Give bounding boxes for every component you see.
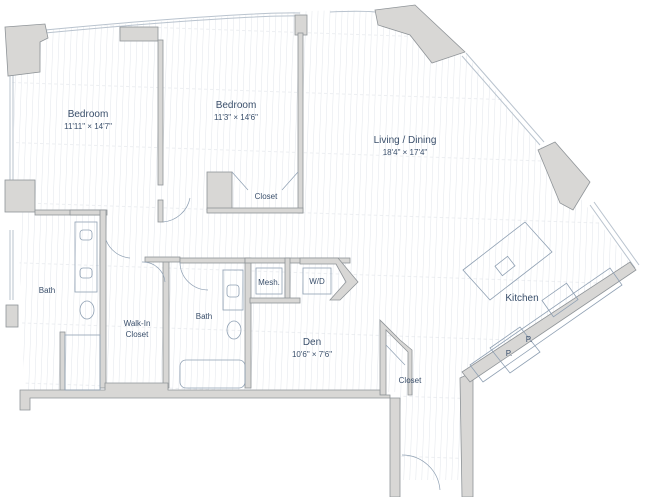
wall-bath2-top (179, 257, 251, 264)
label-living-dining: Living / Dining (374, 135, 437, 146)
wall-closet-bed2 (206, 171, 233, 213)
bath1-toilet (79, 300, 95, 320)
column-right (537, 141, 591, 211)
bath2-tub (179, 359, 246, 389)
wall-closet-bottom (206, 207, 304, 214)
wall-bath-east (99, 209, 107, 389)
label-closet-den: Closet (399, 376, 422, 385)
label-pantry-1: P. (506, 349, 513, 358)
kitchen-island (462, 221, 553, 301)
bath-fixtures (64, 221, 332, 391)
wall-kitchen-exterior (461, 261, 637, 383)
door-closet-bed2-a (231, 171, 249, 191)
bath1-vanity (74, 221, 98, 293)
counter-run (469, 267, 623, 383)
door-closet-bed2-b (281, 171, 299, 191)
label-bedroom-2: Bedroom (216, 100, 257, 111)
dims-bedroom-1: 11'11" × 14'7" (64, 122, 112, 131)
bath1-shower (64, 334, 101, 391)
wd-box (302, 267, 332, 295)
door-entry (401, 454, 441, 491)
label-walk-in-line2: Closet (126, 330, 149, 339)
wall-bed1-east (157, 39, 164, 186)
door-bath1 (105, 239, 131, 259)
wall-bath2-east (244, 257, 252, 389)
door-bath2 (179, 261, 209, 291)
wall-laundry-top (244, 257, 351, 264)
door-walkin (141, 261, 166, 283)
wall-laundry-div (284, 257, 291, 301)
dims-bedroom-2: 11'3" × 14'6" (214, 113, 258, 122)
room-labels: Bedroom 11'11" × 14'7" Bedroom 11'3" × 1… (39, 100, 539, 385)
wall-bed2-east (297, 32, 304, 214)
wall-entry-right (459, 371, 474, 497)
door-bed1 (162, 197, 191, 223)
label-bedroom-1: Bedroom (68, 109, 109, 120)
column-top-right (374, 4, 466, 64)
mesh-box (255, 267, 283, 295)
wall-wd-chamfer (299, 257, 359, 301)
bath1-sink-a (79, 229, 93, 241)
bath2-vanity (222, 269, 244, 311)
door-swings (105, 171, 441, 491)
label-bath-2: Bath (196, 312, 212, 321)
island-sink (494, 255, 516, 277)
column-left-low (5, 304, 19, 328)
wall-den-top (249, 297, 301, 304)
wall-walkin-east (162, 259, 170, 389)
label-wd: W/D (309, 277, 325, 286)
label-mesh: Mesh. (258, 278, 280, 287)
dims-den: 10'6" × 7'6" (292, 350, 332, 359)
bath2-toilet (226, 320, 242, 340)
label-bath-1: Bath (39, 286, 55, 295)
column-top-bed2 (294, 14, 308, 36)
label-den: Den (303, 337, 321, 348)
label-walk-in-line1: Walk-In (124, 319, 151, 328)
label-kitchen: Kitchen (505, 293, 538, 304)
wall-bed1-east-low (157, 199, 164, 223)
column-top-left (4, 23, 49, 77)
dims-living-dining: 18'4" × 17'4" (383, 148, 428, 157)
windows (9, 10, 640, 300)
wall-bed1-south (69, 209, 108, 216)
column-left-mid (4, 179, 36, 213)
column-top-bed1 (119, 26, 159, 42)
wall-bath1-inner (59, 331, 66, 393)
bath2-sink (226, 284, 240, 298)
pantry-block (489, 326, 541, 374)
label-pantry-2: P. (526, 335, 533, 344)
walls (4, 4, 637, 497)
label-closet-bedroom-2: Closet (255, 192, 278, 201)
door-den-closet (385, 344, 406, 366)
cooktop (541, 282, 579, 318)
kitchen-counters (462, 221, 623, 383)
bath1-sink-b (79, 267, 93, 279)
wall-walkin-top (144, 256, 181, 263)
wall-bottom (19, 382, 401, 497)
